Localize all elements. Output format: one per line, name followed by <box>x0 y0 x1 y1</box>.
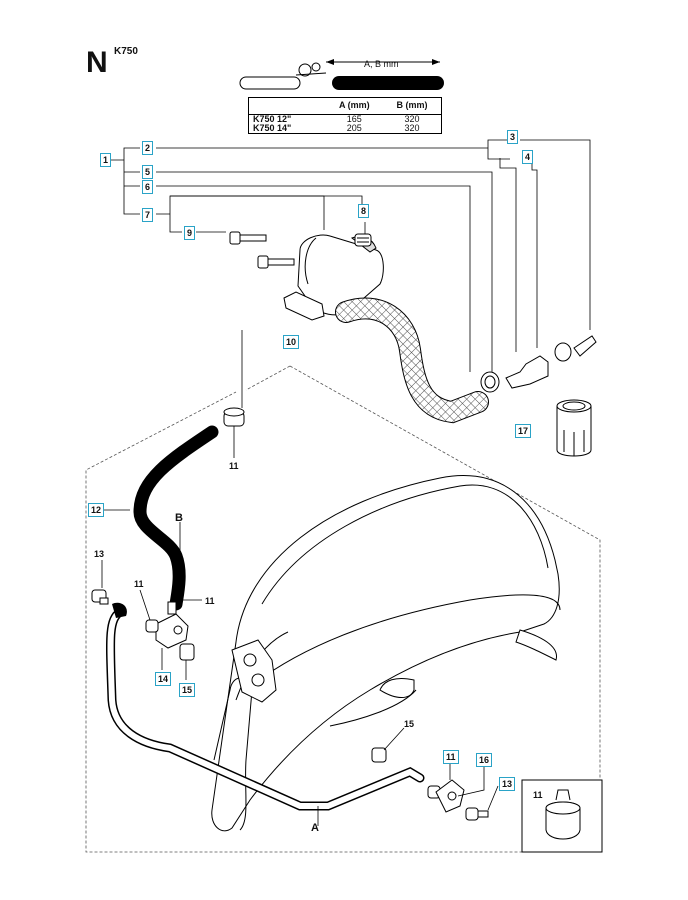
section-letter: N <box>86 46 108 79</box>
spec-model: K750 14" <box>253 123 292 133</box>
clamp-11-mid-left <box>145 619 159 633</box>
screw-9 <box>229 231 295 269</box>
spec-a: 205 <box>346 123 362 133</box>
spec-col-a: A (mm) <box>325 97 383 115</box>
spec-b: 320 <box>404 114 420 124</box>
callout-1: 1 <box>100 153 112 167</box>
screw-13-left <box>91 589 109 605</box>
callout-4: 4 <box>522 150 534 164</box>
callout-17: 17 <box>515 424 532 438</box>
table-row: K750 14" 205 320 <box>249 124 442 134</box>
assembly-outline <box>85 365 601 853</box>
hose-fittings <box>480 335 597 393</box>
table-row: K750 12" 165 320 <box>249 115 442 125</box>
callout-7: 7 <box>142 208 154 222</box>
spec-b: 320 <box>404 123 420 133</box>
upper-bracket <box>297 233 384 316</box>
callout-11-mid-right: 11 <box>205 596 215 606</box>
callout-14: 14 <box>155 672 172 686</box>
callout-10: 10 <box>283 335 300 349</box>
callout-16: 16 <box>476 753 493 767</box>
callout-15-left: 15 <box>179 683 196 697</box>
callout-5: 5 <box>142 165 154 179</box>
callout-11-lower: 11 <box>443 750 459 764</box>
callout-13-right: 13 <box>499 777 516 791</box>
blade-guard <box>211 475 561 832</box>
spec-col-model <box>248 97 326 115</box>
callout-15-right: 15 <box>404 719 415 729</box>
model-label: K750 <box>114 46 138 57</box>
inset-clamp-11 <box>521 779 603 853</box>
callout-3: 3 <box>507 130 519 144</box>
spec-col-b: B (mm) <box>382 97 442 115</box>
callout-11-upper: 11 <box>229 461 239 471</box>
spec-model: K750 12" <box>253 114 292 124</box>
callout-11-inset: 11 <box>533 790 543 800</box>
spec-a: 165 <box>346 114 362 124</box>
label-a: A <box>311 822 319 834</box>
callout-6: 6 <box>142 180 154 194</box>
callout-11-mid-left: 11 <box>134 579 144 589</box>
part-15-left <box>179 643 195 661</box>
part-17-coupling <box>556 399 592 457</box>
lower-bracket <box>231 639 277 703</box>
lower-right-parts <box>371 747 489 821</box>
clamp-11-upper <box>223 330 245 427</box>
spec-table-header: A (mm) B (mm) <box>248 97 442 115</box>
callout-2: 2 <box>142 141 154 155</box>
lower-leaders <box>101 426 499 826</box>
dimension-label: A, B mm <box>364 59 399 69</box>
spec-table: A (mm) B (mm) K750 12" 165 320 K750 14" … <box>248 97 442 134</box>
callout-13-left: 13 <box>94 549 105 559</box>
callout-8: 8 <box>358 204 370 218</box>
part-14-valve <box>155 601 189 649</box>
callout-12: 12 <box>88 503 105 517</box>
label-b: B <box>175 512 183 524</box>
dimension-sketch <box>239 59 444 90</box>
hose-12 <box>133 425 219 611</box>
nozzle <box>283 291 325 321</box>
callout-9: 9 <box>184 226 196 240</box>
